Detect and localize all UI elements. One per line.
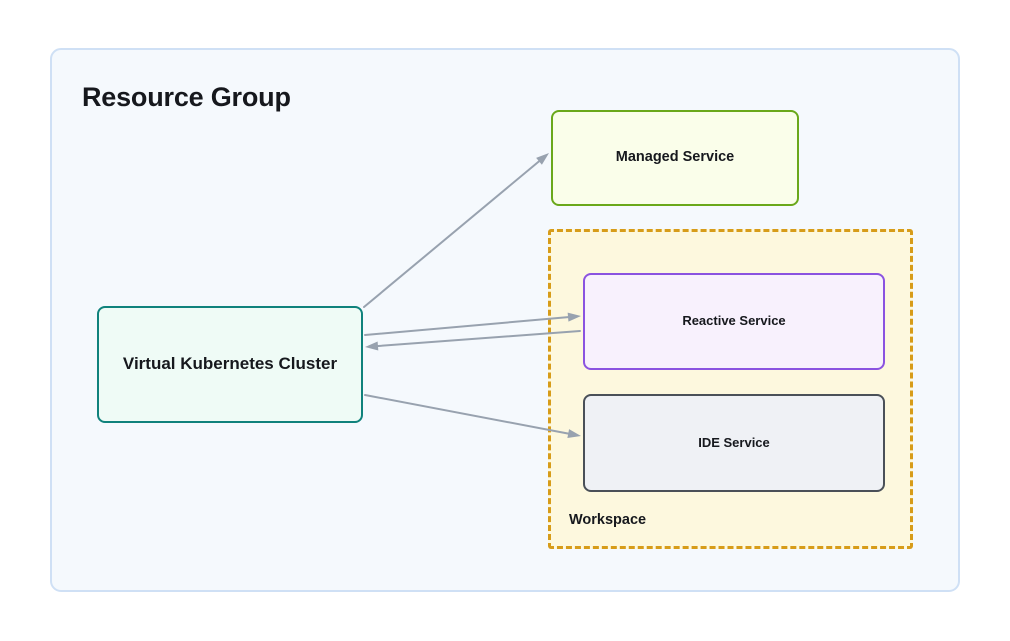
node-virtual-kubernetes-cluster-label: Virtual Kubernetes Cluster xyxy=(122,354,338,374)
node-reactive-service[interactable]: Reactive Service xyxy=(583,273,885,370)
group-workspace-label: Workspace xyxy=(569,512,647,528)
node-ide-service[interactable]: IDE Service xyxy=(583,394,885,492)
node-reactive-service-label: Reactive Service xyxy=(682,313,786,329)
node-ide-service-label: IDE Service xyxy=(698,434,770,450)
node-managed-service-label: Managed Service xyxy=(615,149,735,166)
resource-group-title: Resource Group xyxy=(82,82,291,112)
node-managed-service[interactable]: Managed Service xyxy=(551,110,799,206)
node-virtual-kubernetes-cluster[interactable]: Virtual Kubernetes Cluster xyxy=(97,306,363,423)
